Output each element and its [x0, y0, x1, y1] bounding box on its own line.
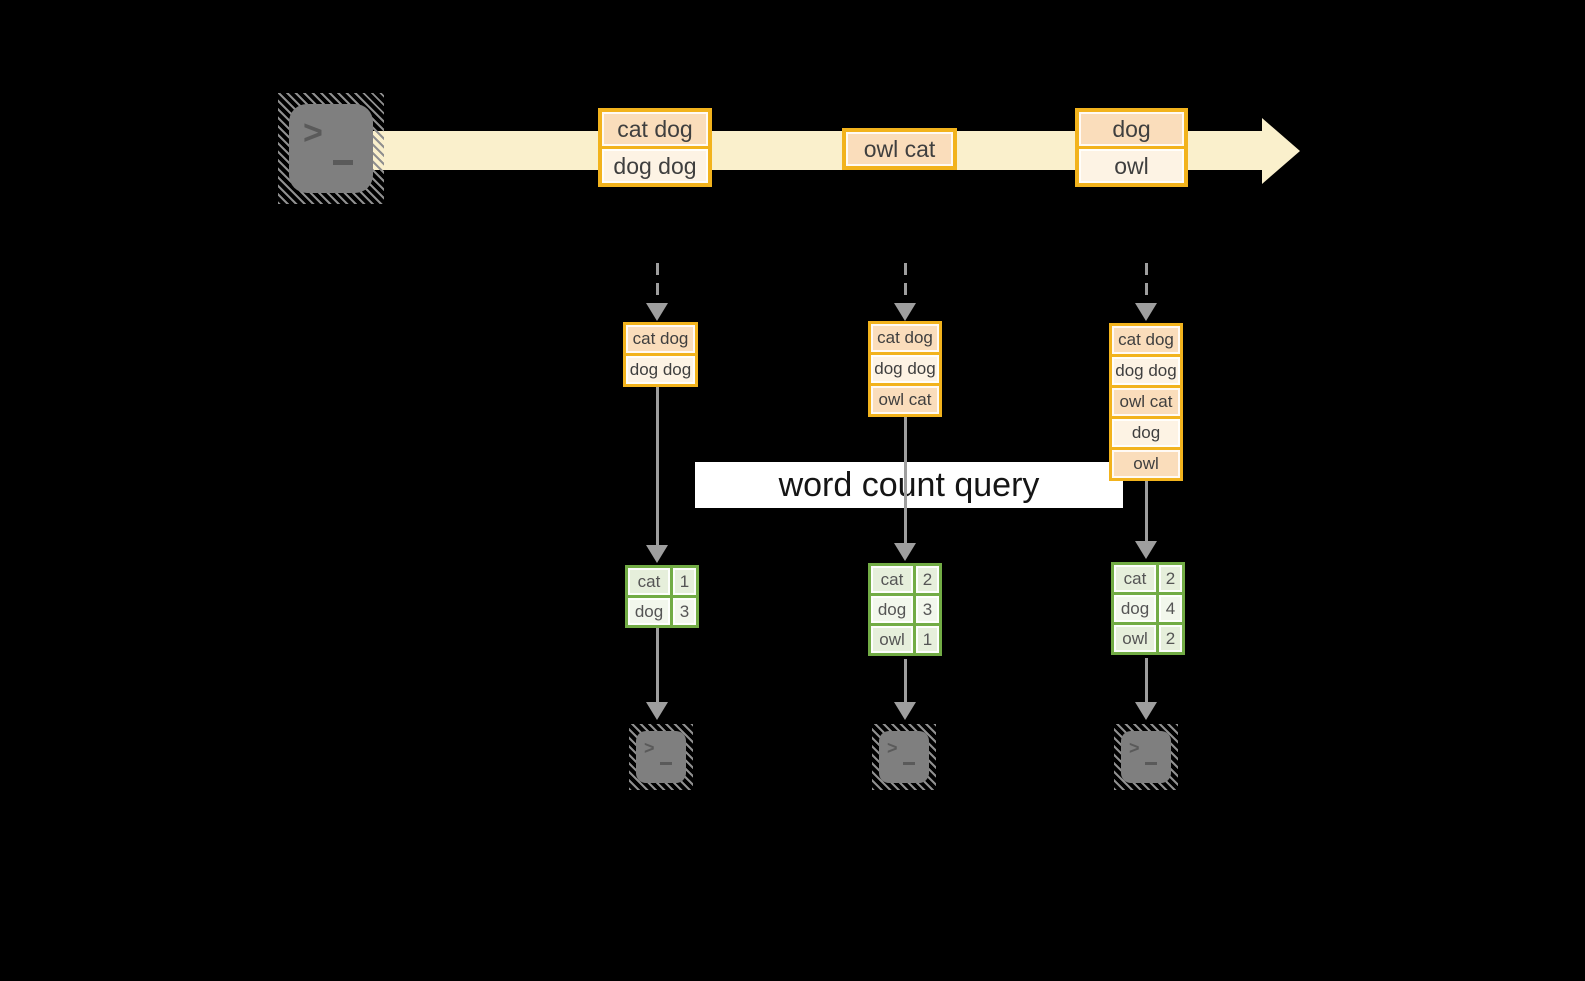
- count-value: 2: [1159, 565, 1182, 592]
- buffer-stack-3: cat dog dog dog owl cat dog owl: [1109, 323, 1183, 481]
- buffer-line: cat dog: [626, 325, 695, 353]
- query-arrow-line: [1145, 481, 1148, 541]
- count-value: 1: [673, 568, 696, 595]
- count-word: cat: [628, 568, 670, 595]
- stream-event-box-1: cat dog dog dog: [598, 108, 712, 187]
- query-arrow-line: [904, 417, 907, 543]
- count-table-1: cat 1 dog 3: [625, 565, 699, 628]
- output-arrow-head: [1135, 702, 1157, 720]
- buffer-stack-2: cat dog dog dog owl cat: [868, 321, 942, 417]
- output-arrow-line: [904, 659, 907, 702]
- buffer-stack-1: cat dog dog dog: [623, 322, 698, 387]
- prompt-underscore-icon: [660, 762, 672, 765]
- dashed-arrow-head: [1135, 303, 1157, 321]
- output-terminal-icon-1: >: [636, 731, 686, 783]
- dashed-arrow-head: [894, 303, 916, 321]
- count-value: 3: [916, 596, 939, 623]
- stream-arrow-head: [1262, 118, 1300, 184]
- query-arrow-head: [1135, 541, 1157, 559]
- count-value: 2: [1159, 625, 1182, 652]
- count-value: 3: [673, 598, 696, 625]
- prompt-chevron-icon: >: [1129, 738, 1140, 758]
- count-value: 2: [916, 566, 939, 593]
- buffer-line: dog dog: [1112, 357, 1180, 385]
- count-value: 4: [1159, 595, 1182, 622]
- count-word: dog: [1114, 595, 1156, 622]
- event-line: cat dog: [602, 112, 708, 146]
- output-arrow-line: [1145, 658, 1148, 702]
- dashed-arrow-head: [646, 303, 668, 321]
- count-table-2: cat 2 dog 3 owl 1: [868, 563, 942, 656]
- event-line: dog: [1079, 112, 1184, 146]
- prompt-chevron-icon: >: [303, 114, 323, 152]
- query-banner-label: word count query: [778, 465, 1040, 504]
- buffer-line: owl cat: [1112, 388, 1180, 416]
- output-terminal-icon-3: >: [1121, 731, 1171, 783]
- count-value: 1: [916, 626, 939, 653]
- count-word: cat: [1114, 565, 1156, 592]
- count-word: dog: [871, 596, 913, 623]
- stream-event-box-3: dog owl: [1075, 108, 1188, 187]
- prompt-underscore-icon: [903, 762, 915, 765]
- query-arrow-line: [656, 387, 659, 545]
- prompt-underscore-icon: [1145, 762, 1157, 765]
- output-arrow-head: [646, 702, 668, 720]
- buffer-line: dog dog: [871, 355, 939, 383]
- output-arrow-line: [656, 628, 659, 702]
- event-line: owl: [1079, 149, 1184, 183]
- query-banner: word count query: [695, 462, 1123, 508]
- query-arrow-head: [894, 543, 916, 561]
- buffer-line: dog dog: [626, 356, 695, 384]
- output-terminal-icon-2: >: [879, 731, 929, 783]
- count-word: owl: [1114, 625, 1156, 652]
- prompt-chevron-icon: >: [644, 738, 655, 758]
- event-line: dog dog: [602, 149, 708, 183]
- prompt-chevron-icon: >: [887, 738, 898, 758]
- output-arrow-head: [894, 702, 916, 720]
- prompt-underscore-icon: [333, 160, 353, 165]
- event-line: owl cat: [846, 132, 953, 166]
- dashed-arrow-line: [904, 263, 907, 307]
- stream-event-box-2: owl cat: [842, 128, 957, 170]
- query-arrow-head: [646, 545, 668, 563]
- buffer-line: dog: [1112, 419, 1180, 447]
- buffer-line: cat dog: [1112, 326, 1180, 354]
- dashed-arrow-line: [656, 263, 659, 307]
- buffer-line: owl: [1112, 450, 1180, 478]
- buffer-line: owl cat: [871, 386, 939, 414]
- dashed-arrow-line: [1145, 263, 1148, 307]
- source-terminal-icon: >: [289, 104, 373, 193]
- count-table-3: cat 2 dog 4 owl 2: [1111, 562, 1185, 655]
- count-word: dog: [628, 598, 670, 625]
- count-word: cat: [871, 566, 913, 593]
- count-word: owl: [871, 626, 913, 653]
- buffer-line: cat dog: [871, 324, 939, 352]
